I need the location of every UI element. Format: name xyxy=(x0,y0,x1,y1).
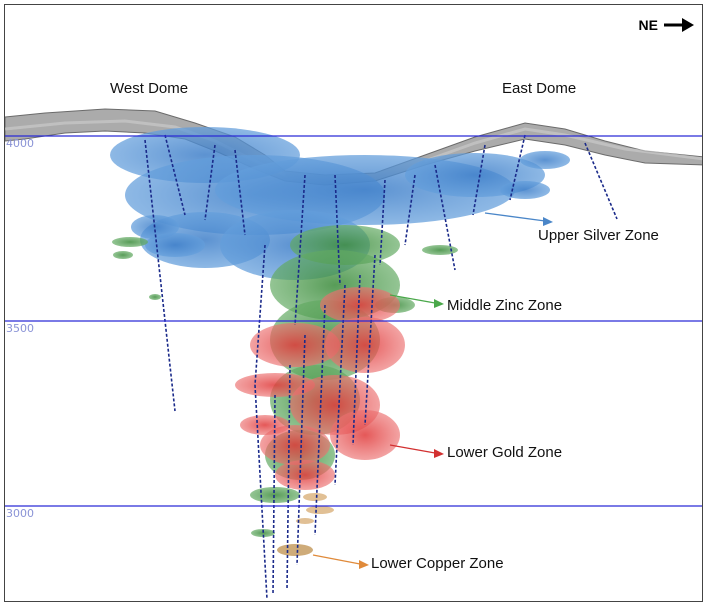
section-figure: 4000 3500 3000 West Dome East Dome Upper… xyxy=(4,4,703,602)
lower-gold-pointer xyxy=(389,444,436,454)
lower-copper-pointer xyxy=(312,554,361,565)
zone-pointers xyxy=(312,212,553,569)
west-dome-label: West Dome xyxy=(110,80,189,97)
north-arrow-label: NE xyxy=(638,17,658,33)
upper-silver-zone-label: Upper Silver Zone xyxy=(538,227,659,244)
middle-zinc-zone-label: Middle Zinc Zone xyxy=(447,297,563,314)
cross-section-svg xyxy=(5,108,702,600)
elevation-lines xyxy=(5,135,702,507)
middle-zinc-pointer xyxy=(389,294,436,304)
drillholes xyxy=(144,134,618,600)
right-arrow-icon xyxy=(664,18,694,32)
upper-silver-pointer xyxy=(484,212,546,222)
lower-gold-zone-label: Lower Gold Zone xyxy=(447,444,563,461)
lower-copper-zone-body xyxy=(277,493,334,556)
elevation-label-3000: 3000 xyxy=(6,507,34,520)
elevation-label-4000: 4000 xyxy=(6,137,34,150)
elevation-label-3500: 3500 xyxy=(6,322,34,335)
north-arrow: NE xyxy=(639,17,694,33)
east-dome-label: East Dome xyxy=(502,80,577,97)
lower-gold-zone-body xyxy=(235,287,405,490)
lower-copper-zone-label: Lower Copper Zone xyxy=(371,555,504,572)
